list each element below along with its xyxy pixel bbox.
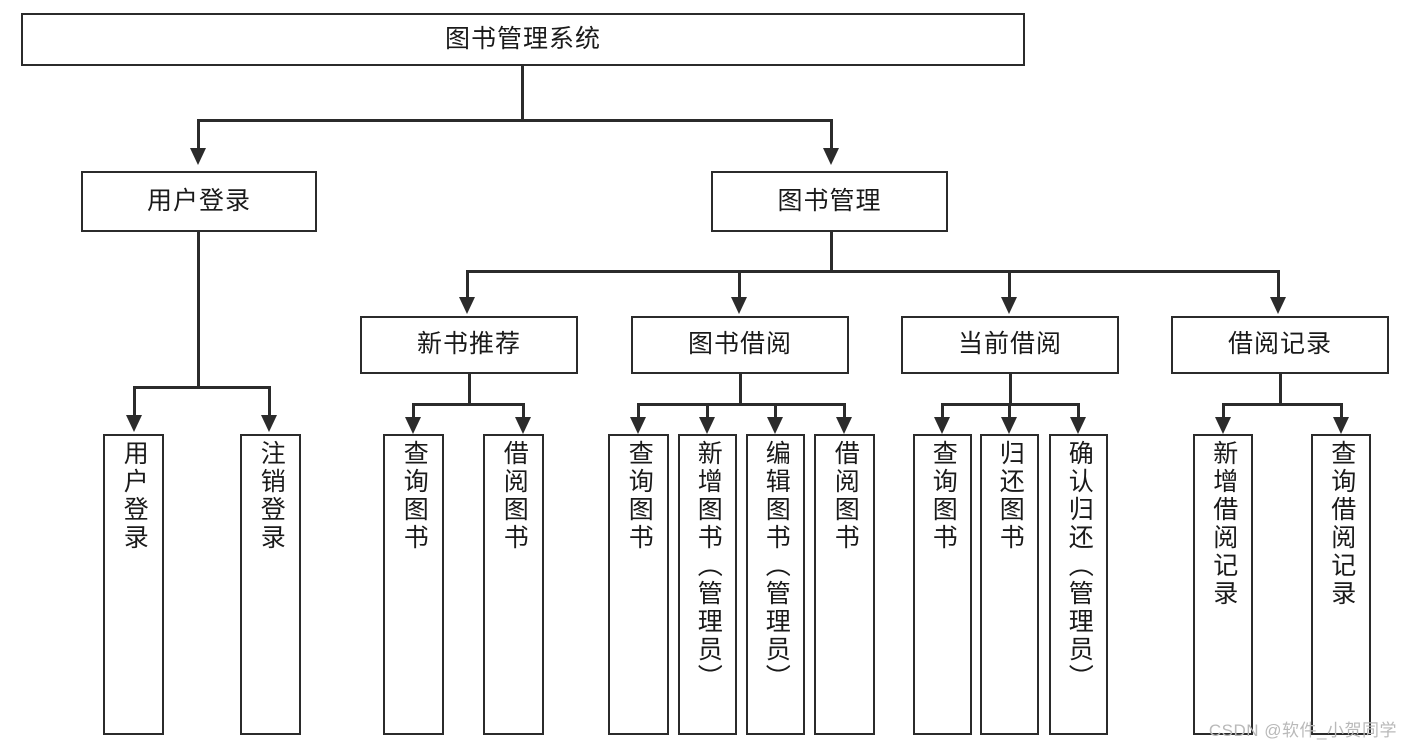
- leaf-borrow-book[interactable]: 借阅图书: [814, 434, 875, 735]
- node-label: 确认归还（管理员）: [1065, 440, 1094, 692]
- node-label: 当前借阅: [957, 330, 1062, 359]
- arrowhead-borrow-record: [1270, 297, 1286, 314]
- node-label: 新增借阅记录: [1209, 440, 1238, 608]
- connector-root-stem: [521, 66, 524, 120]
- connector-to-new-book: [466, 270, 469, 298]
- node-current-borrow[interactable]: 当前借阅: [901, 316, 1119, 374]
- connector-level3-bus: [466, 270, 1279, 273]
- connector-user-login-bus: [133, 386, 270, 389]
- connector-new-book-drop-1: [412, 403, 415, 430]
- node-label: 图书管理: [777, 186, 882, 215]
- leaf-return-book[interactable]: 归还图书: [980, 434, 1039, 735]
- connector-bb-drop-4: [843, 403, 846, 430]
- connector-new-book-bus: [412, 403, 524, 406]
- connector-br-drop-2: [1340, 403, 1343, 430]
- arrowhead-user-login: [190, 148, 206, 165]
- node-label: 借阅图书: [831, 440, 860, 552]
- node-label: 用户登录: [120, 440, 149, 552]
- connector-bb-drop-3: [774, 403, 777, 430]
- arrowhead-cb-leaf-2: [1001, 417, 1017, 434]
- connector-to-user-login: [197, 119, 200, 149]
- arrowhead-new-book-recommend: [459, 297, 475, 314]
- leaf-borrow-book-recommend[interactable]: 借阅图书: [483, 434, 544, 735]
- arrowhead-nb-leaf-1: [405, 417, 421, 434]
- arrowhead-nb-leaf-2: [515, 417, 531, 434]
- arrowhead-book-borrow: [731, 297, 747, 314]
- arrowhead-br-leaf-1: [1215, 417, 1231, 434]
- connector-bb-drop-2: [706, 403, 709, 430]
- node-root-system[interactable]: 图书管理系统: [21, 13, 1025, 66]
- arrowhead-cb-leaf-3: [1070, 417, 1086, 434]
- connector-to-current-borrow: [1008, 270, 1011, 298]
- node-borrow-record[interactable]: 借阅记录: [1171, 316, 1389, 374]
- arrowhead-bb-leaf-1: [630, 417, 646, 434]
- node-label: 图书借阅: [687, 330, 792, 359]
- node-label: 新书推荐: [416, 330, 521, 359]
- connector-to-book-borrow: [738, 270, 741, 298]
- connector-new-book-stem: [468, 374, 471, 405]
- node-label: 查询图书: [625, 440, 654, 552]
- node-label: 图书管理系统: [444, 24, 601, 53]
- leaf-user-login[interactable]: 用户登录: [103, 434, 164, 735]
- connector-root-bus: [197, 119, 832, 122]
- node-label: 查询图书: [400, 440, 429, 552]
- connector-book-manage-stem: [830, 232, 833, 272]
- connector-cb-drop-1: [941, 403, 944, 430]
- connector-cb-drop-2: [1008, 403, 1011, 430]
- connector-borrow-record-bus: [1222, 403, 1342, 406]
- connector-to-book-manage: [830, 119, 833, 149]
- leaf-edit-book[interactable]: 编辑图书（管理员）: [746, 434, 805, 735]
- node-user-login[interactable]: 用户登录: [81, 171, 317, 232]
- arrowhead-br-leaf-2: [1333, 417, 1349, 434]
- connector-cb-drop-3: [1077, 403, 1080, 430]
- connector-user-login-drop-1: [133, 386, 136, 416]
- node-label: 编辑图书（管理员）: [762, 440, 791, 692]
- arrowhead-book-manage: [823, 148, 839, 165]
- arrowhead-leaf-user-login: [126, 415, 142, 432]
- connector-user-login-drop-2: [268, 386, 271, 416]
- leaf-add-borrow-record[interactable]: 新增借阅记录: [1193, 434, 1253, 735]
- connector-br-drop-1: [1222, 403, 1225, 430]
- leaf-query-book-recommend[interactable]: 查询图书: [383, 434, 444, 735]
- connector-bb-drop-1: [637, 403, 640, 430]
- connector-book-borrow-stem: [739, 374, 742, 405]
- connector-current-borrow-stem: [1009, 374, 1012, 405]
- arrowhead-leaf-logout: [261, 415, 277, 432]
- leaf-query-borrow-record[interactable]: 查询借阅记录: [1311, 434, 1371, 735]
- connector-to-borrow-record: [1277, 270, 1280, 298]
- node-label: 归还图书: [996, 440, 1025, 552]
- arrowhead-current-borrow: [1001, 297, 1017, 314]
- leaf-logout[interactable]: 注销登录: [240, 434, 301, 735]
- leaf-add-book[interactable]: 新增图书（管理员）: [678, 434, 737, 735]
- leaf-query-book-current[interactable]: 查询图书: [913, 434, 972, 735]
- node-label: 借阅记录: [1227, 330, 1332, 359]
- arrowhead-bb-leaf-2: [699, 417, 715, 434]
- arrowhead-bb-leaf-4: [836, 417, 852, 434]
- node-book-manage[interactable]: 图书管理: [711, 171, 948, 232]
- arrowhead-cb-leaf-1: [934, 417, 950, 434]
- connector-user-login-stem: [197, 232, 200, 388]
- node-label: 借阅图书: [500, 440, 529, 552]
- node-label: 注销登录: [257, 440, 286, 552]
- node-book-borrow[interactable]: 图书借阅: [631, 316, 849, 374]
- connector-book-borrow-bus: [637, 403, 845, 406]
- arrowhead-bb-leaf-3: [767, 417, 783, 434]
- leaf-query-book-borrow[interactable]: 查询图书: [608, 434, 669, 735]
- node-label: 用户登录: [146, 186, 251, 215]
- leaf-confirm-return[interactable]: 确认归还（管理员）: [1049, 434, 1108, 735]
- node-label: 新增图书（管理员）: [694, 440, 723, 692]
- node-new-book-recommend[interactable]: 新书推荐: [360, 316, 578, 374]
- connector-borrow-record-stem: [1279, 374, 1282, 405]
- node-label: 查询借阅记录: [1327, 440, 1356, 608]
- connector-new-book-drop-2: [522, 403, 525, 430]
- watermark-text: CSDN @软件_小贺同学: [1208, 721, 1397, 740]
- node-label: 查询图书: [929, 440, 958, 552]
